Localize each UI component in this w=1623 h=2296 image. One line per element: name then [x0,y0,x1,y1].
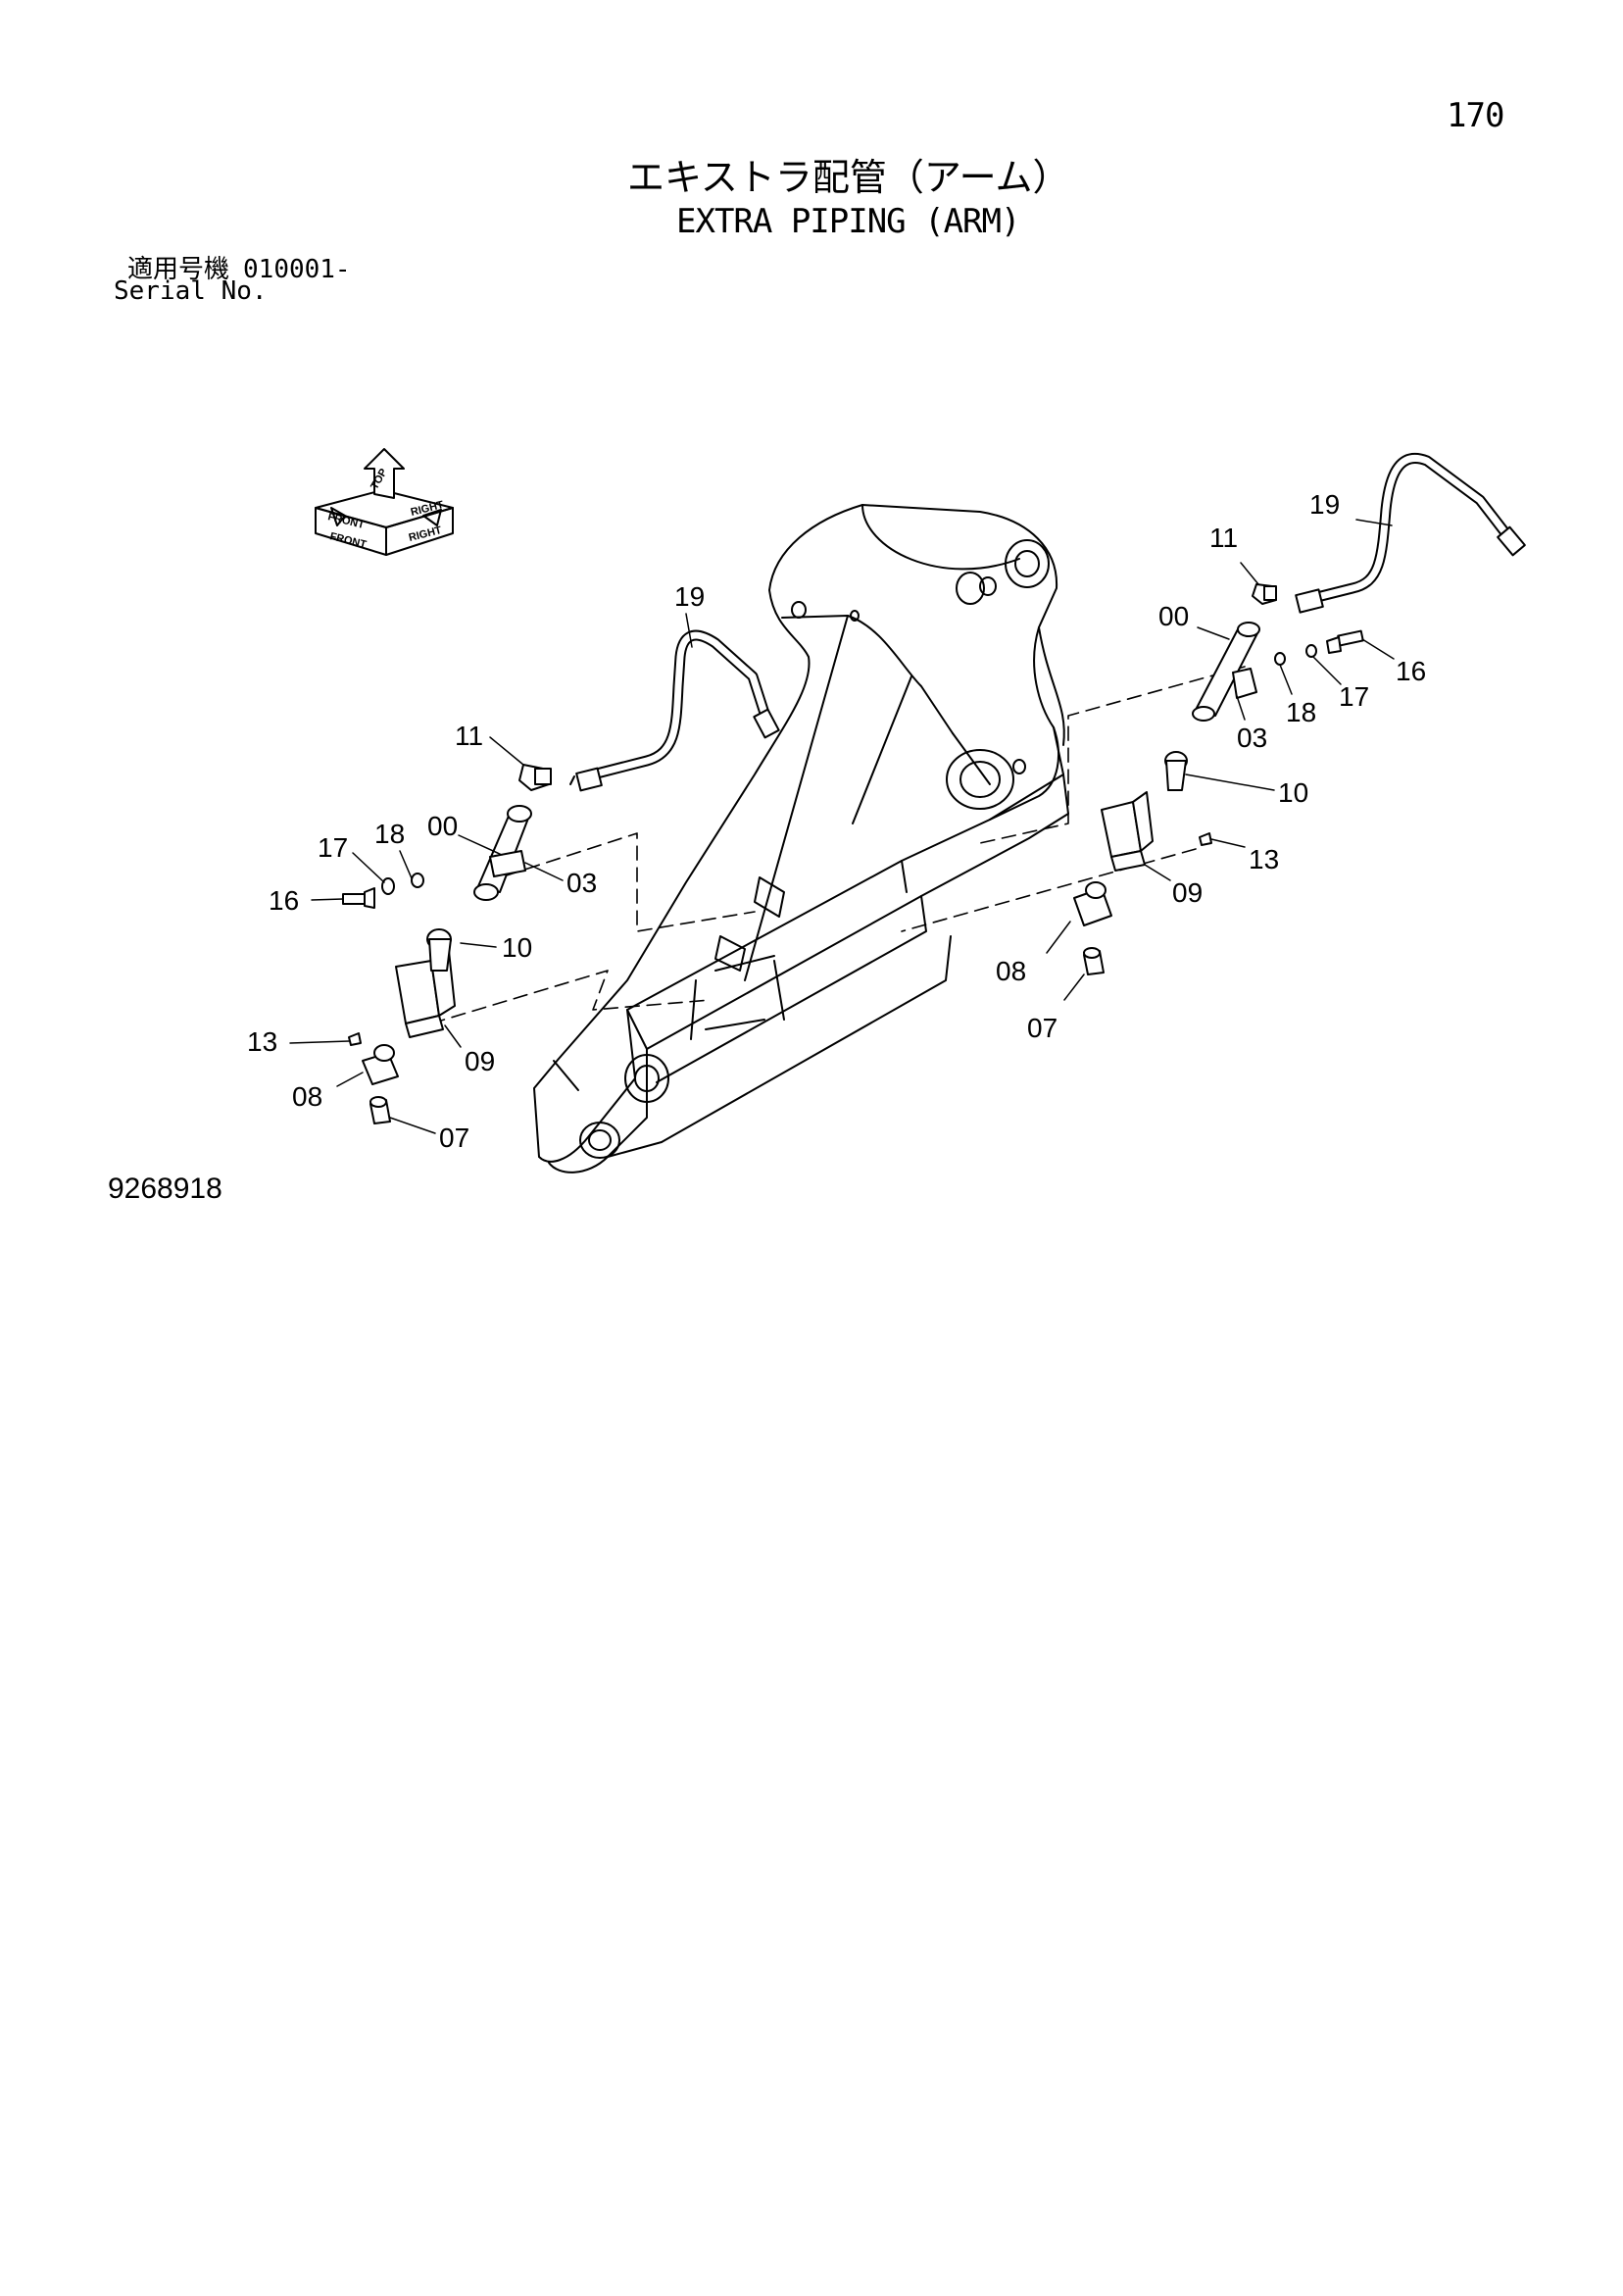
callout-left-11: 11 [455,721,483,751]
callout-left-18: 18 [374,819,405,849]
serial-label-jp: 適用号機 [127,255,230,284]
callout-right-19: 19 [1309,489,1340,520]
callout-left-08: 08 [292,1081,322,1112]
callout-right-17: 17 [1339,681,1369,712]
serial-value: 010001- [243,255,351,284]
callout-right-16: 16 [1396,656,1426,686]
drawing-number: 9268918 [108,1173,222,1205]
callout-left-03: 03 [566,868,597,898]
callout-right-18: 18 [1286,697,1316,727]
page-title-en: EXTRA PIPING (ARM) [676,202,1020,241]
serial-label-en: Serial No. [114,276,268,306]
callout-right-00: 00 [1158,601,1189,631]
leader-lines [430,666,1246,1024]
callout-left-19: 19 [674,581,705,612]
orientation-icon: FRONT RIGHT TOP FRONT RIGHT [315,448,454,556]
right-clamp [1192,622,1260,722]
orientation-label-front: FRONT [326,511,366,531]
arm-body [533,504,1069,1173]
callout-left-00: 00 [427,811,458,841]
orientation-label-front-2: FRONT [328,530,368,551]
callout-right-13: 13 [1249,844,1279,874]
callout-right-11: 11 [1209,523,1238,553]
callout-leaders [289,519,1395,1134]
left-fitting-11 [518,764,552,791]
left-bracket-assembly [348,928,456,1124]
left-clamp [473,805,532,901]
callout-left-07: 07 [439,1123,469,1153]
page-title-jp: エキストラ配管（アーム） [627,156,1070,199]
callout-right-10: 10 [1278,777,1308,808]
right-bolt-set [1274,629,1364,666]
callout-right-08: 08 [996,956,1026,986]
callout-right-03: 03 [1237,723,1267,753]
orientation-label-right-2: RIGHT [408,524,443,544]
page-number: 170 [1447,96,1504,135]
callout-left-17: 17 [318,832,348,863]
serial-info-jp: 適用号機 010001- [127,249,351,285]
callout-right-07: 07 [1027,1013,1057,1043]
right-hose [1295,453,1526,614]
callout-left-10: 10 [502,932,532,963]
callout-right-09: 09 [1172,877,1203,908]
left-hose [569,629,780,792]
callout-left-16: 16 [269,885,299,916]
right-fitting-11 [1252,583,1277,605]
callout-left-09: 09 [465,1046,495,1076]
callout-left-13: 13 [247,1026,277,1057]
right-bracket-assembly [1073,751,1212,975]
callout-labels: 19 11 00 18 17 16 03 10 13 09 08 07 19 1… [247,489,1426,1153]
